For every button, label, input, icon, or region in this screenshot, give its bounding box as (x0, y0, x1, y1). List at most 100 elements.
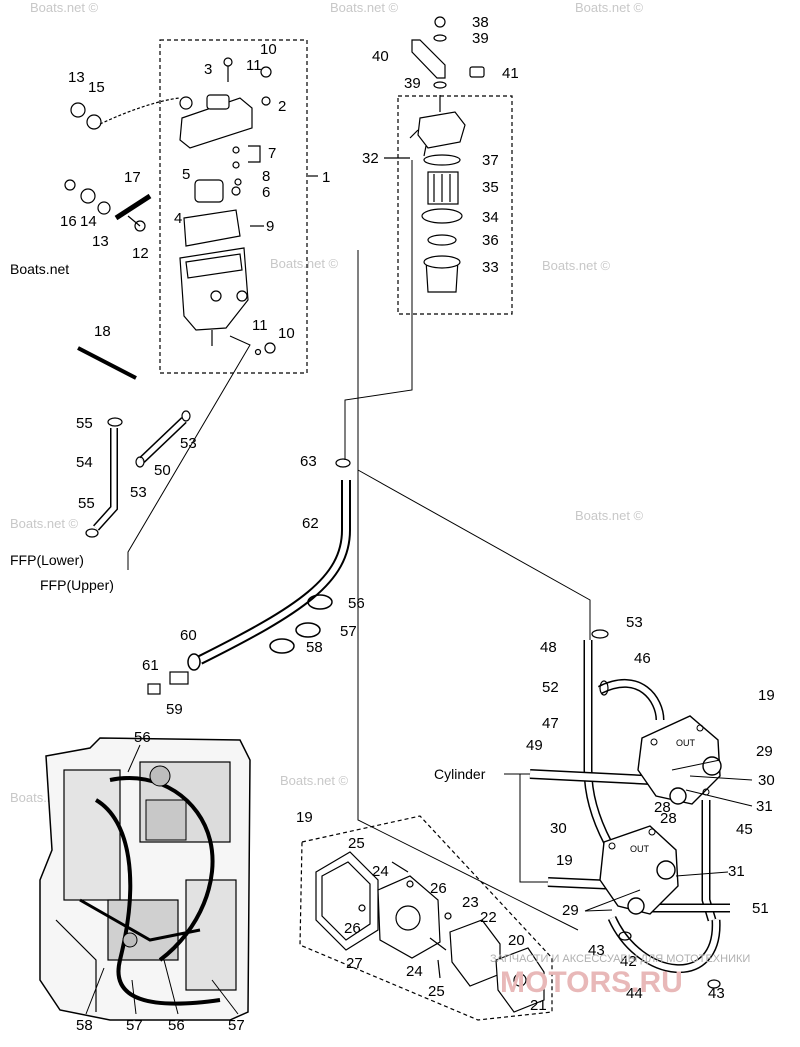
pump-bolt (608, 842, 616, 850)
filter-head (417, 111, 466, 149)
leader-line (671, 759, 721, 771)
part-number-label: 53 (626, 614, 643, 631)
clip-60 (187, 653, 201, 671)
fuel-pump-upper (637, 715, 721, 805)
part-number-label: 61 (142, 657, 159, 674)
part-number-label: 18 (94, 323, 111, 340)
part-number-label: 16 (60, 213, 77, 230)
brand-watermark: ЗАПЧАСТИ И АКСЕССУАРЫ ДЛЯ МОТОТЕХНИКИ MO… (490, 953, 750, 999)
hose-49-inner (529, 770, 651, 784)
part-number-label: 37 (482, 152, 499, 169)
filter-element-35 (427, 171, 459, 205)
part-number-label: 15 (88, 79, 105, 96)
watermark: Boats.net © (30, 0, 99, 15)
leader-line (519, 774, 548, 883)
leader-line (685, 789, 753, 807)
engine-hose (79, 898, 201, 942)
cover-mount-boss (179, 96, 193, 110)
pump-fitting (702, 756, 722, 776)
leader-line (584, 889, 641, 912)
valve-part (232, 146, 240, 154)
screw (223, 57, 233, 67)
part-number-label: 29 (756, 743, 773, 760)
clip-53 (135, 456, 145, 468)
part-number-label: 19 (758, 687, 775, 704)
part-number-label: 28 (654, 799, 671, 816)
filter-bracket (411, 39, 446, 79)
part-number-label: 11 (246, 57, 262, 74)
fuel-pump-on-engine (145, 799, 187, 841)
part-number-label: 44 (626, 985, 643, 1002)
part-number-label: 57 (340, 623, 357, 640)
engine-component (185, 879, 237, 991)
part-number-label: 22 (480, 909, 497, 926)
part-number-label: 59 (166, 701, 183, 718)
pump-bolt (696, 724, 704, 732)
part-number-label: 55 (76, 415, 93, 432)
pump-body-inner (321, 861, 371, 941)
leader-dashed (99, 97, 181, 125)
clip-55 (85, 528, 99, 538)
part-number-label: 57 (126, 1017, 143, 1034)
outlet-fitting (210, 290, 222, 302)
part-number-label: 39 (472, 30, 489, 47)
part-number-label: 29 (562, 902, 579, 919)
part-number-label: 14 (80, 213, 97, 230)
part-number-label: 43 (708, 985, 725, 1002)
clip-63 (335, 458, 351, 468)
part-number-label: 13 (92, 233, 109, 250)
part-number-label: 3 (204, 61, 212, 78)
part-number-label: 11 (252, 317, 268, 334)
inlet-fitting (236, 290, 248, 302)
separator-body (179, 247, 249, 331)
part-number-label: 27 (346, 955, 363, 972)
float-36 (427, 234, 457, 246)
screw-26 (444, 912, 452, 920)
out-label: OUT (676, 738, 696, 748)
valve-pin (234, 178, 242, 186)
hose-62-inner (198, 480, 349, 663)
leader-line (689, 775, 753, 781)
pump-chamber (395, 905, 421, 931)
bolt-38 (434, 16, 446, 28)
part-number-label: 21 (530, 997, 547, 1014)
part-number-label: 39 (404, 75, 421, 92)
filter-cup-rim (423, 255, 461, 269)
part-number-label: 36 (482, 232, 499, 249)
part-number-label: 53 (130, 484, 147, 501)
screw-24 (429, 937, 447, 951)
part-number-label: 7 (268, 145, 276, 162)
part-number-label: 57 (228, 1017, 245, 1034)
part-number-label: 35 (482, 179, 499, 196)
part-number-label: 10 (278, 325, 295, 342)
bolt-head (134, 220, 146, 232)
part-number-label: 58 (76, 1017, 93, 1034)
pump-fitting (669, 787, 687, 805)
part-number-label: 5 (182, 166, 190, 183)
part-number-label: 63 (300, 453, 317, 470)
part-number-label: 32 (362, 150, 379, 167)
screw-25 (437, 959, 441, 979)
screw-24 (406, 880, 414, 888)
collar (64, 179, 76, 191)
pump-cover (495, 947, 545, 1013)
pump-bolt (648, 828, 656, 836)
hose-46-inner (598, 680, 663, 721)
engine-component (63, 769, 121, 901)
grommet (80, 188, 96, 204)
bracket-7 (248, 145, 261, 163)
part-number-label: 56 (168, 1017, 185, 1034)
screw (231, 186, 241, 196)
part-number-label: 46 (634, 650, 651, 667)
part-number-label: 55 (78, 495, 95, 512)
part-labels: 3 10 11 2 13 15 7 1 5 8 6 17 4 9 16 14 1… (10, 14, 775, 1034)
body-rim (185, 253, 243, 279)
leader-line (584, 909, 613, 912)
ffp-upper-label: FFP(Upper) (40, 577, 114, 593)
engine-component (107, 899, 179, 961)
leader-line (131, 979, 137, 1015)
part-number-label: 23 (462, 894, 479, 911)
part-number-label: 50 (154, 462, 171, 479)
hose-50-inner (140, 418, 186, 462)
o-ring-34 (421, 208, 463, 224)
